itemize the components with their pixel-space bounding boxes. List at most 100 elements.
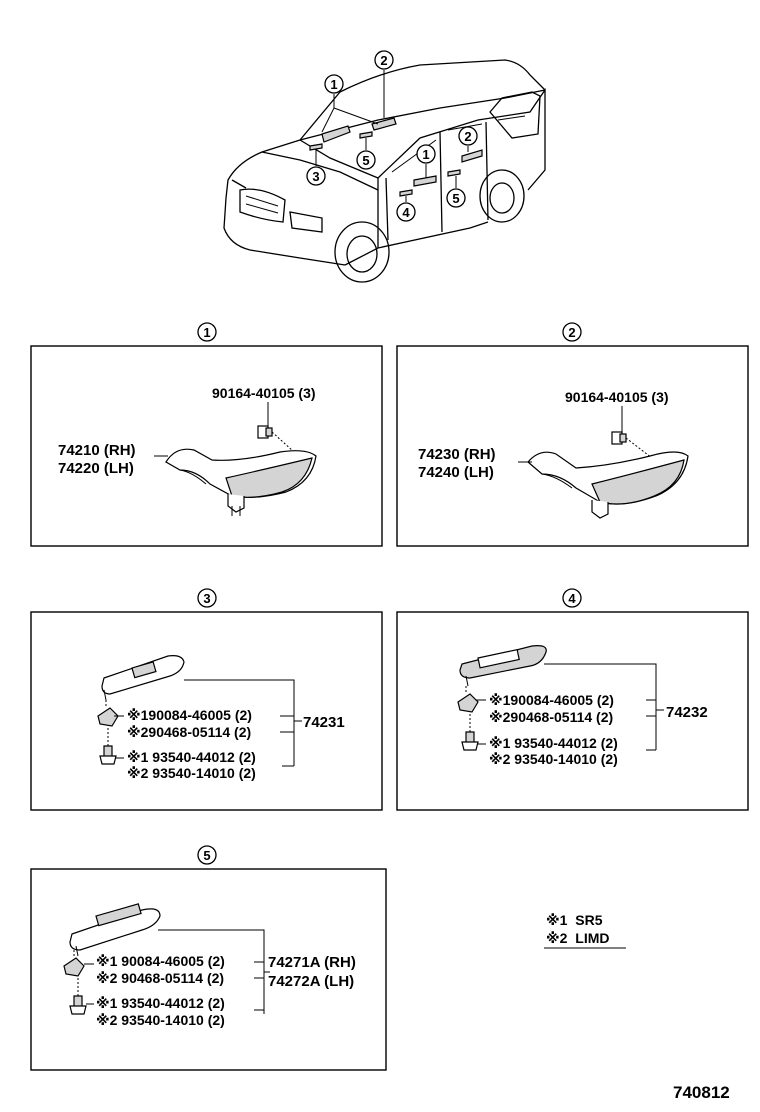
section-number: 3 xyxy=(203,591,210,606)
svg-text:※2 93540-14010 (2): ※2 93540-14010 (2) xyxy=(96,1012,225,1028)
svg-text:※1 SR5: ※1 SR5 xyxy=(546,912,603,928)
assist-grip-icon xyxy=(527,451,689,519)
assist-grip-icon xyxy=(165,448,317,516)
assembly-number: 74271A (RH) xyxy=(268,954,356,971)
clip-icon xyxy=(63,950,85,977)
callout-circle xyxy=(396,202,416,222)
section-frame xyxy=(396,345,749,547)
marker: ※2 xyxy=(489,709,511,725)
callout-number: 5 xyxy=(362,153,369,168)
section-frame xyxy=(30,611,383,811)
svg-text:※1 93540-44012 (2): ※1 93540-44012 (2) xyxy=(489,735,618,751)
svg-text:※290468-05114 (2): ※290468-05114 (2) xyxy=(489,709,613,725)
part-number: 93540-14010 (2) xyxy=(121,1012,225,1028)
part-number: 93540-44012 (2) xyxy=(121,995,225,1011)
part-number: 74230 (RH) xyxy=(418,446,496,463)
section-1: 1 90164-40105 (3) 74210 (RH) 74220 (LH) xyxy=(30,322,383,547)
callout-number: 2 xyxy=(464,129,471,144)
callout-circle xyxy=(324,74,344,94)
section-5: 5 ※1 90084-46005 (2) ※2 90468-05114 (2) … xyxy=(30,845,387,1071)
part-number: 74240 (LH) xyxy=(418,464,494,481)
bolt-part-number: 90164-40105 (3) xyxy=(212,385,316,401)
marker: ※1 xyxy=(489,692,511,708)
coat-hook-icon xyxy=(101,655,185,701)
marker: ※1 xyxy=(127,707,149,723)
part-number: 90468-05114 (2) xyxy=(121,970,224,986)
marker: ※2 xyxy=(489,751,511,767)
vehicle-illustration xyxy=(223,59,546,283)
callout-number: 2 xyxy=(380,53,387,68)
svg-text:※190084-46005 (2): ※190084-46005 (2) xyxy=(489,692,614,708)
legend-marker: ※2 xyxy=(546,930,568,946)
part-number: 93540-44012 (2) xyxy=(514,735,618,751)
marker: ※1 xyxy=(96,995,118,1011)
part-number: 90084-46005 (2) xyxy=(121,953,225,969)
svg-text:※2 LIMD: ※2 LIMD xyxy=(546,930,610,946)
callout-number: 1 xyxy=(422,147,429,162)
overview-callouts: 1 2 3 5 1 2 4 5 xyxy=(306,50,478,222)
marker: ※1 xyxy=(127,749,149,765)
marker: ※1 xyxy=(96,953,118,969)
section-2: 2 90164-40105 (3) 74230 (RH) 74240 (LH) xyxy=(396,322,749,547)
part-number: 90084-46005 (2) xyxy=(510,692,614,708)
coat-hook-icon xyxy=(459,645,547,687)
svg-text:※1 93540-44012 (2): ※1 93540-44012 (2) xyxy=(96,995,225,1011)
screw-icon xyxy=(99,728,117,765)
section-number: 4 xyxy=(568,591,576,606)
callout-number: 4 xyxy=(402,205,410,220)
clip-icon xyxy=(457,686,479,713)
screw-icon xyxy=(461,714,479,751)
legend-value: SR5 xyxy=(575,912,602,928)
section-3: 3 ※190084-46005 (2) ※290468-05114 (2) ※1… xyxy=(30,588,383,811)
assembly-number: 74231 xyxy=(303,714,345,731)
legend: ※1 SR5 ※2 LIMD xyxy=(544,912,626,949)
section-frame xyxy=(30,868,387,1071)
part-number: 93540-14010 (2) xyxy=(514,751,618,767)
svg-text:※2 90468-05114 (2): ※2 90468-05114 (2) xyxy=(96,970,224,986)
svg-text:※1 93540-44012 (2): ※1 93540-44012 (2) xyxy=(127,749,256,765)
clip-icon xyxy=(97,700,119,727)
callout-circle xyxy=(356,150,376,170)
section-number: 2 xyxy=(568,325,575,340)
svg-text:※290468-05114 (2): ※290468-05114 (2) xyxy=(127,724,251,740)
section-frame xyxy=(30,345,383,547)
bolt-part-number: 90164-40105 (3) xyxy=(565,389,669,405)
callout-circle xyxy=(374,50,394,70)
callout-circle xyxy=(458,126,478,146)
bolt-icon xyxy=(257,425,295,453)
marker: ※2 xyxy=(127,724,149,740)
part-number: 74220 (LH) xyxy=(58,460,134,477)
part-number: 90084-46005 (2) xyxy=(148,707,252,723)
part-number: 90468-05114 (2) xyxy=(148,724,251,740)
section-4: 4 ※190084-46005 (2) ※290468-05114 (2) ※1… xyxy=(396,588,749,811)
callout-circle xyxy=(416,144,436,164)
part-number: 74210 (RH) xyxy=(58,442,136,459)
diagram-id: 740812 xyxy=(673,1083,730,1102)
callout-number: 3 xyxy=(312,169,319,184)
legend-marker: ※1 xyxy=(546,912,568,928)
section-number: 1 xyxy=(203,325,210,340)
marker: ※2 xyxy=(96,1012,118,1028)
marker: ※2 xyxy=(127,765,149,781)
marker: ※2 xyxy=(96,970,118,986)
legend-value: LIMD xyxy=(575,930,609,946)
coat-hook-icon xyxy=(69,903,161,957)
callout-circle xyxy=(446,188,466,208)
section-number: 5 xyxy=(203,848,210,863)
bolt-icon xyxy=(611,431,653,459)
svg-text:※190084-46005 (2): ※190084-46005 (2) xyxy=(127,707,252,723)
svg-text:※2 93540-14010 (2): ※2 93540-14010 (2) xyxy=(127,765,256,781)
part-number: 93540-44012 (2) xyxy=(152,749,256,765)
svg-text:※2 93540-14010 (2): ※2 93540-14010 (2) xyxy=(489,751,618,767)
assembly-number: 74272A (LH) xyxy=(268,973,354,990)
svg-text:※1 90084-46005 (2): ※1 90084-46005 (2) xyxy=(96,953,225,969)
callout-circle xyxy=(306,166,326,186)
screw-icon xyxy=(69,978,87,1015)
part-number: 90468-05114 (2) xyxy=(510,709,613,725)
part-number: 93540-14010 (2) xyxy=(152,765,256,781)
marker: ※1 xyxy=(489,735,511,751)
assembly-number: 74232 xyxy=(666,704,708,721)
callout-number: 5 xyxy=(452,191,459,206)
section-frame xyxy=(396,611,749,811)
